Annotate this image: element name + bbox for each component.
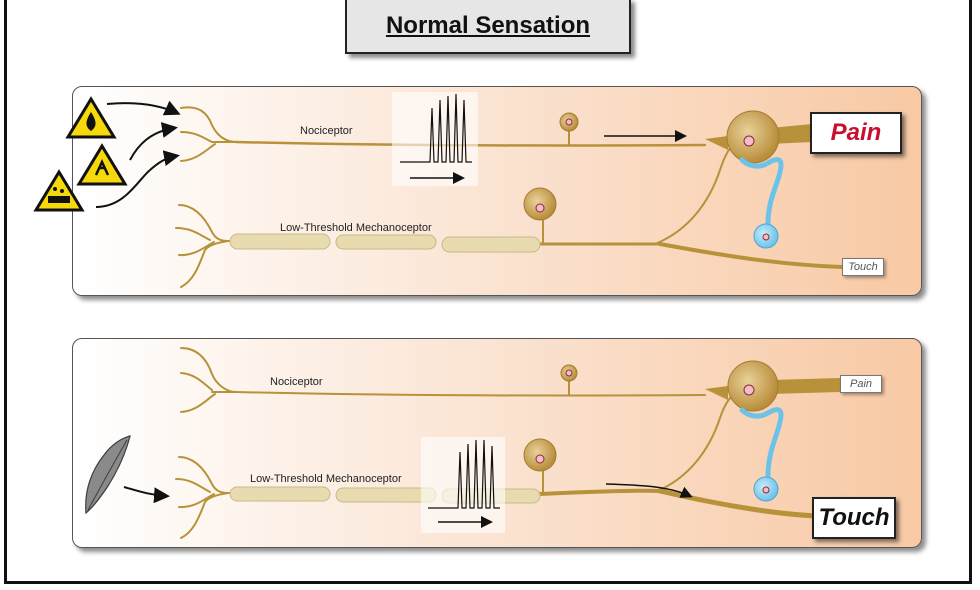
interneuron-glia <box>739 407 784 502</box>
mechanoceptor-label: Low-Threshold Mechanoceptor <box>250 473 402 485</box>
pain-output-box: Pain <box>840 375 882 393</box>
action-potential-inset <box>392 92 478 186</box>
stimulus-arrow <box>106 100 181 116</box>
interneuron-glia <box>739 157 784 249</box>
panel-1-artwork <box>33 92 844 288</box>
myelin-sheath <box>229 233 541 253</box>
stimulus-arrow <box>129 122 178 161</box>
panel-2-artwork <box>85 347 840 539</box>
stimulus-arrow <box>123 486 170 504</box>
spinal-projection-neuron <box>705 110 812 164</box>
touch-output-box: Touch <box>842 258 884 276</box>
signal-direction-arrow <box>605 483 693 498</box>
nociceptor-label: Nociceptor <box>270 376 323 388</box>
action-potential-inset <box>421 437 505 533</box>
stimulus-arrow <box>95 150 180 208</box>
figure-title: Normal Sensation <box>385 12 591 39</box>
nociceptor-label: Nociceptor <box>300 125 353 137</box>
touch-output-box: Touch <box>812 497 896 539</box>
title-box: Normal Sensation <box>345 0 631 54</box>
figure-frame <box>4 0 972 584</box>
corrosive-hazard-icon <box>33 169 85 212</box>
spinal-projection-neuron <box>705 360 840 412</box>
toxic-hazard-icon <box>76 143 128 186</box>
feather-icon <box>85 435 131 515</box>
fire-hazard-icon <box>65 96 117 139</box>
pain-output-box: Pain <box>810 112 902 154</box>
mechanoceptor-label: Low-Threshold Mechanoceptor <box>280 222 432 234</box>
